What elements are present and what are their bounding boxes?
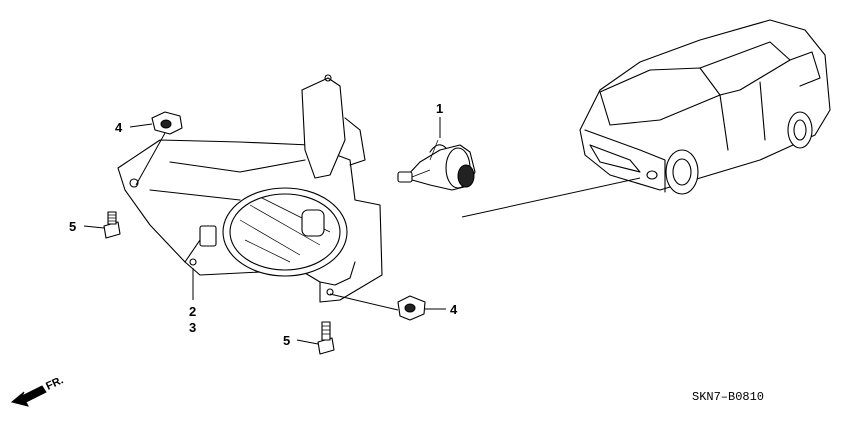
vehicle-illustration [579,19,831,195]
callout-housing-right: 3 [189,320,196,335]
callout-grommet-top: 4 [115,120,123,135]
screw-left-part [103,211,121,239]
callout-housing-left: 2 [189,304,196,319]
bulb-part [397,139,476,191]
front-direction-arrow [10,385,47,407]
callout-screw-left: 5 [69,219,76,234]
arrow-icon [10,385,47,407]
grommet-top-part [151,111,183,135]
screw-bottom-part [317,321,335,355]
fog-light-housing [117,74,383,303]
front-indicator-label: FR. [44,374,65,392]
diagram-code: SKN7–B0810 [692,390,764,404]
callout-grommet-bottom: 4 [450,302,458,317]
vehicle-leader-line [461,177,641,218]
callout-screw-bottom: 5 [283,333,290,348]
grommet-bottom-part [397,295,426,321]
callout-bulb: 1 [436,101,443,116]
